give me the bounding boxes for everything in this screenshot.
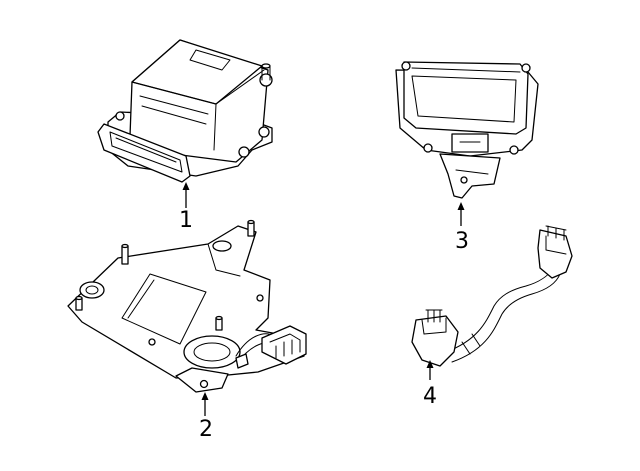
callout-4: 4: [423, 360, 437, 409]
callout-3: 3: [455, 202, 469, 254]
part-3-sensor-unit[interactable]: [395, 61, 539, 199]
callout-4-label: 4: [423, 384, 437, 409]
callout-1: 1: [179, 182, 193, 233]
callout-3-label: 3: [455, 229, 469, 254]
part-1-control-module[interactable]: [97, 39, 273, 183]
part-2-mounting-bracket[interactable]: [67, 219, 307, 393]
part-4-wiring-harness[interactable]: [411, 225, 573, 367]
callout-2: 2: [199, 392, 213, 442]
callout-2-label: 2: [199, 417, 213, 442]
callout-1-label: 1: [179, 208, 193, 233]
